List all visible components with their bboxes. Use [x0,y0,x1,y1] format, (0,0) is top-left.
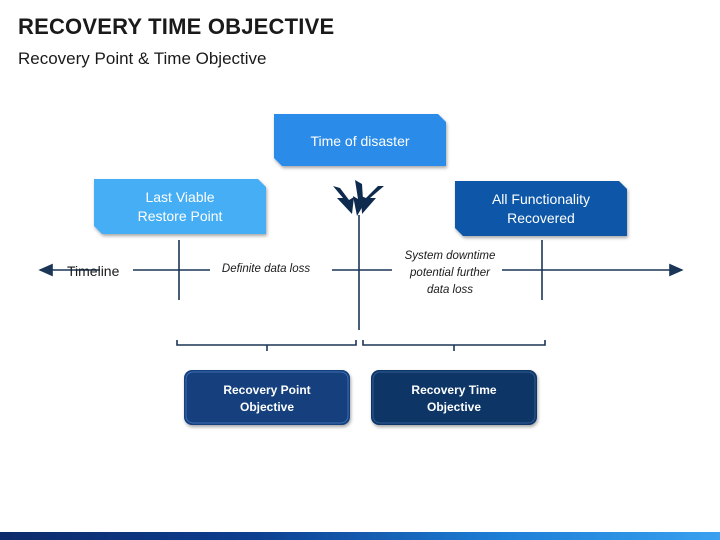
rpo-line2: Objective [240,400,294,414]
callout-time-of-disaster-label: Time of disaster [310,133,409,149]
objective-brackets [176,340,546,351]
page-subtitle: Recovery Point & Time Objective [18,49,267,68]
callout-time-of-disaster: Time of disaster [274,114,446,166]
definite-data-loss-label: Definite data loss [222,263,310,275]
callout-all-functionality-recovered: All Functionality Recovered [455,181,627,236]
callout-last-viable-line2: Restore Point [138,208,223,224]
callout-all-functionality-line2: Recovered [507,210,575,226]
callout-last-viable-line1: Last Viable [145,189,214,205]
lightning-bolts-icon [333,180,384,216]
timeline-label: Timeline [67,263,120,279]
rpo-box: Recovery Point Objective [184,370,350,425]
downtime-line1: System downtime [405,250,496,262]
event-markers [178,215,543,330]
callout-last-viable-restore-point: Last Viable Restore Point [94,179,266,234]
rto-line1: Recovery Time [411,383,496,397]
rto-line2: Objective [427,400,481,414]
rpo-line1: Recovery Point [223,383,310,397]
rpo-bracket [176,340,357,346]
downtime-line3: data loss [427,284,473,296]
rto-box: Recovery Time Objective [371,370,537,425]
callout-all-functionality-line1: All Functionality [492,191,590,207]
page-title: RECOVERY TIME OBJECTIVE [18,14,335,39]
footer-accent-bar [0,532,720,540]
rto-bracket [362,340,546,346]
downtime-line2: potential further [409,267,491,279]
